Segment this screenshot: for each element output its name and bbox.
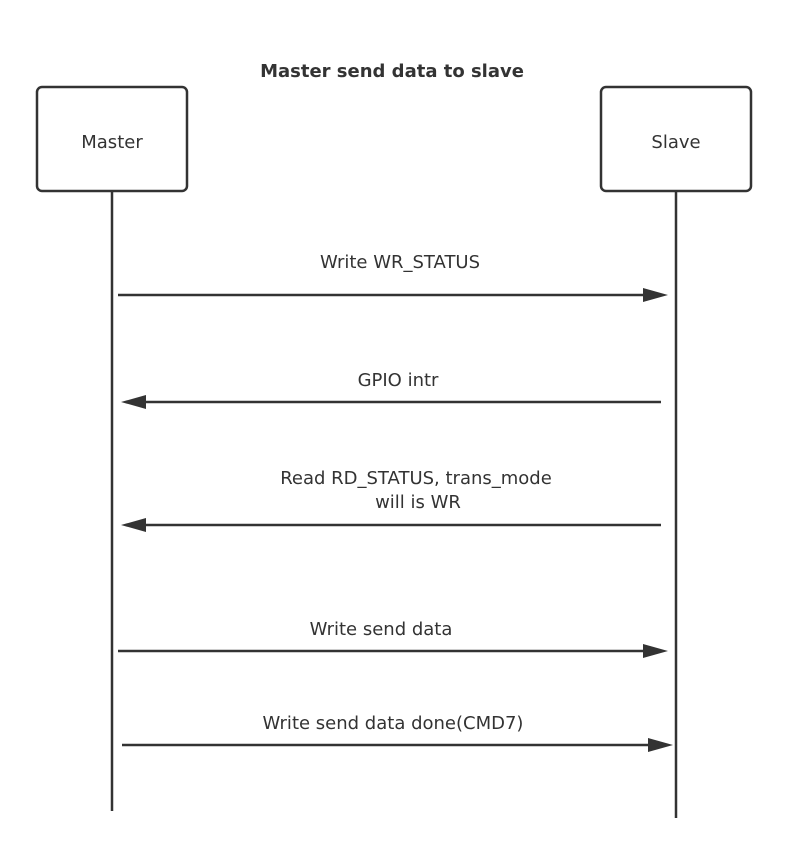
- participant-slave: Slave: [599, 85, 753, 193]
- participant-master: Master: [35, 85, 189, 193]
- message-label: Write send data: [310, 619, 453, 640]
- message-label-line-2: will is WR: [375, 492, 461, 513]
- arrowhead-left-icon: [121, 395, 146, 409]
- message-read-rd-status: Read RD_STATUS, trans_mode will is WR: [121, 468, 661, 532]
- message-gpio-intr: GPIO intr: [121, 370, 661, 409]
- message-write-send-data: Write send data: [118, 619, 668, 658]
- message-write-wr-status: Write WR_STATUS: [118, 252, 668, 302]
- message-label: GPIO intr: [358, 370, 439, 391]
- diagram-title: Master send data to slave: [260, 61, 524, 82]
- message-label-line-1: Read RD_STATUS, trans_mode: [280, 468, 552, 489]
- participant-slave-label: Slave: [651, 132, 700, 153]
- participant-master-label: Master: [81, 132, 143, 153]
- message-write-send-data-done: Write send data done(CMD7): [122, 713, 673, 752]
- message-label: Write WR_STATUS: [320, 252, 480, 273]
- arrowhead-left-icon: [121, 518, 146, 532]
- message-label: Write send data done(CMD7): [263, 713, 524, 734]
- arrowhead-right-icon: [648, 738, 673, 752]
- arrowhead-right-icon: [643, 644, 668, 658]
- arrowhead-right-icon: [643, 288, 668, 302]
